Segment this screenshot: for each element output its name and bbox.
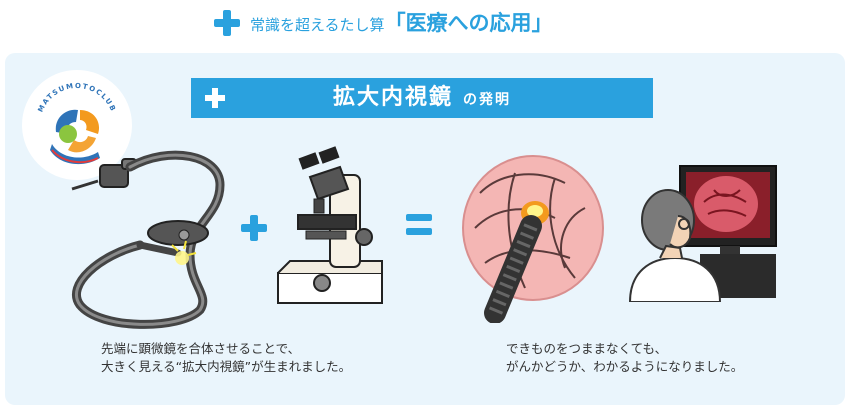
caption-right: できものをつままなくても、 がんかどうか、わかるようになりました。	[506, 340, 743, 376]
header-prefix: 常識を超えるたし算	[250, 16, 385, 34]
header-bracket-close: 」	[531, 11, 553, 35]
caption-left-line1: 先端に顕微鏡を合体させることで、	[101, 341, 301, 356]
caption-right-line2: がんかどうか、わかるようになりました。	[506, 359, 744, 374]
equals-icon	[406, 214, 432, 236]
plus-icon	[205, 88, 225, 108]
endoscope-illustration	[71, 150, 225, 329]
header-emphasis: 医療への応用	[405, 11, 532, 35]
header-bracket-open: 「	[384, 11, 406, 35]
plus-icon	[214, 10, 240, 36]
title-banner: 拡大内視鏡の発明	[191, 78, 653, 118]
header-title: 常識を超えるたし算「医療への応用」	[250, 10, 553, 38]
stomach-view-illustration	[462, 155, 604, 323]
club-logo: MATSUMOTOCLUB	[22, 70, 132, 180]
caption-left: 先端に顕微鏡を合体させることで、 大きく見える“拡大内視鏡”が生まれました。	[101, 340, 351, 376]
page-header: 常識を超えるたし算「医療への応用」	[0, 0, 850, 46]
doctor-monitor-illustration	[628, 165, 777, 302]
banner-suffix: の発明	[463, 92, 511, 108]
caption-right-line1: できものをつままなくても、	[506, 341, 668, 356]
caption-left-line2: 大きく見える“拡大内視鏡”が生まれました。	[101, 359, 352, 374]
plus-icon	[241, 215, 267, 241]
logo-ring-text: MATSUMOTOCLUB	[37, 82, 118, 114]
banner-title: 拡大内視鏡	[332, 85, 453, 110]
logo-graphic: MATSUMOTOCLUB	[37, 82, 118, 165]
microscope-illustration	[277, 146, 383, 304]
